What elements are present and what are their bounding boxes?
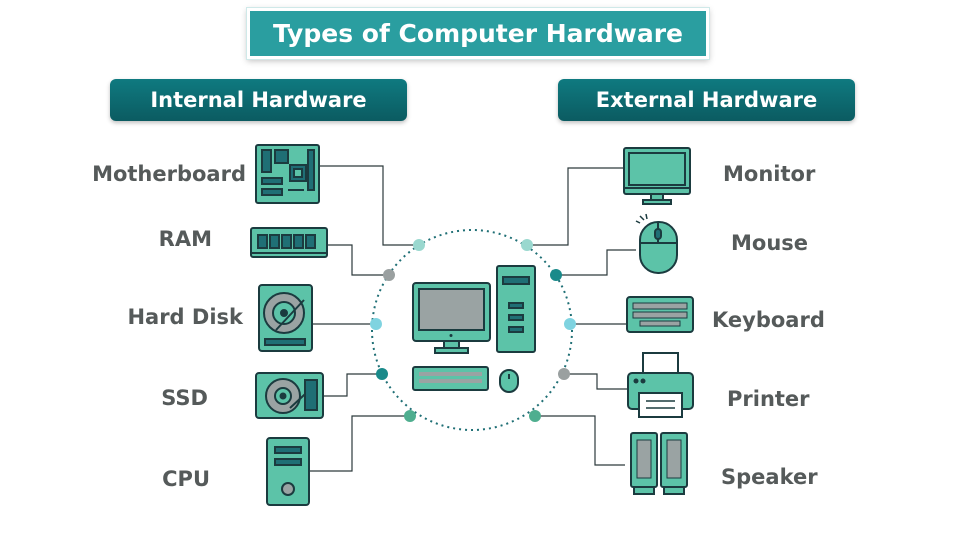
connector-ssd xyxy=(324,373,382,397)
center-dotted-circle xyxy=(371,229,573,431)
label-motherboard: Motherboard xyxy=(92,162,246,186)
dot-hard-disk xyxy=(370,318,382,330)
dot-monitor xyxy=(521,239,533,251)
dot-cpu xyxy=(404,410,416,422)
desktop-computer-icon xyxy=(412,265,536,393)
dot-motherboard xyxy=(413,239,425,251)
cpu-tower-icon xyxy=(266,437,310,506)
connector-lines xyxy=(310,165,636,472)
label-ssd: SSD xyxy=(161,386,208,410)
internal-hardware-heading: Internal Hardware xyxy=(110,79,407,121)
label-hard-disk: Hard Disk xyxy=(127,305,243,329)
connector-mouse xyxy=(556,249,636,276)
connector-ram xyxy=(327,244,389,276)
dot-ram xyxy=(383,269,395,281)
hard-disk-icon xyxy=(258,284,313,352)
label-monitor: Monitor xyxy=(723,162,816,186)
mouse-icon xyxy=(635,213,678,274)
connector-printer xyxy=(564,373,627,390)
dot-keyboard xyxy=(564,318,576,330)
label-keyboard: Keyboard xyxy=(712,308,825,332)
motherboard-icon xyxy=(255,144,320,204)
monitor-icon xyxy=(623,147,691,205)
dot-mouse xyxy=(550,269,562,281)
label-printer: Printer xyxy=(727,387,810,411)
page-title: Types of Computer Hardware xyxy=(247,8,709,59)
connector-monitor xyxy=(527,167,623,246)
label-ram: RAM xyxy=(158,227,212,251)
dot-ssd xyxy=(376,368,388,380)
ram-icon xyxy=(250,227,328,258)
speaker-icon xyxy=(630,432,688,495)
connector-motherboard xyxy=(320,165,419,246)
dot-printer xyxy=(558,368,570,380)
label-mouse: Mouse xyxy=(731,231,809,255)
dot-speaker xyxy=(529,410,541,422)
connector-speaker xyxy=(535,415,625,466)
keyboard-icon xyxy=(626,296,694,333)
external-hardware-heading: External Hardware xyxy=(558,79,855,121)
ssd-icon xyxy=(255,372,324,419)
label-speaker: Speaker xyxy=(721,465,818,489)
label-cpu: CPU xyxy=(162,467,210,491)
connector-cpu xyxy=(310,415,410,472)
printer-icon xyxy=(627,352,694,418)
